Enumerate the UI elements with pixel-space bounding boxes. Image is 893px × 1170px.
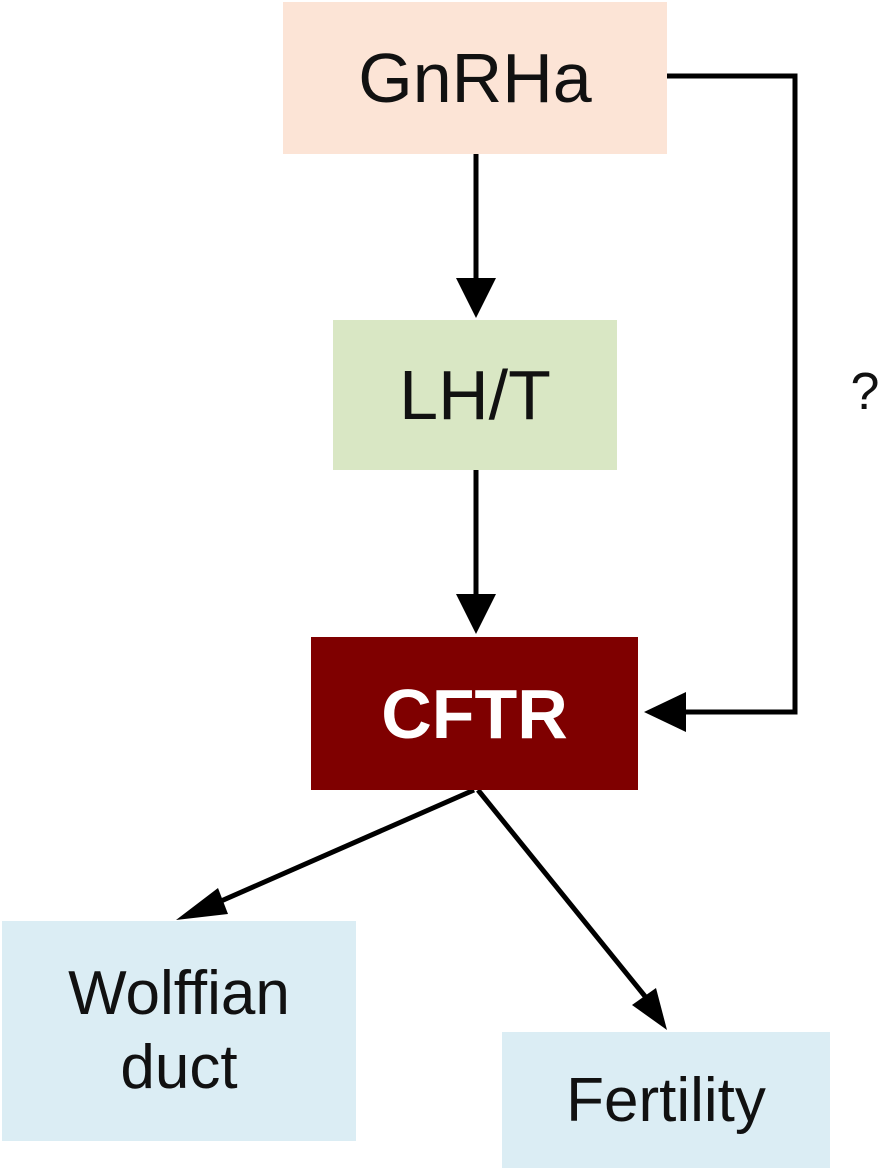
edge-lht-to-cftr <box>456 470 496 634</box>
node-gnrha: GnRHa <box>283 2 667 154</box>
node-cftr-label: CFTR <box>381 674 568 753</box>
edge-gnrha-to-lht <box>456 154 496 318</box>
node-fertility: Fertility <box>502 1032 830 1168</box>
node-cftr: CFTR <box>311 637 638 790</box>
node-wolffian-duct: Wolffian duct <box>2 921 356 1141</box>
node-lh-t: LH/T <box>333 320 617 470</box>
node-wolffian-duct-label-line2: duct <box>120 1033 238 1102</box>
node-lh-t-label: LH/T <box>399 356 551 434</box>
edge-gnrha-to-cftr-uncertain <box>644 73 798 732</box>
node-fertility-label: Fertility <box>566 1065 766 1135</box>
uncertain-link-annotation: ? <box>850 363 880 421</box>
edge-cftr-to-wolffian <box>176 787 476 920</box>
node-gnrha-label: GnRHa <box>358 39 592 117</box>
edge-cftr-to-fertility <box>476 788 667 1030</box>
node-wolffian-duct-label-line1: Wolffian <box>68 958 290 1028</box>
